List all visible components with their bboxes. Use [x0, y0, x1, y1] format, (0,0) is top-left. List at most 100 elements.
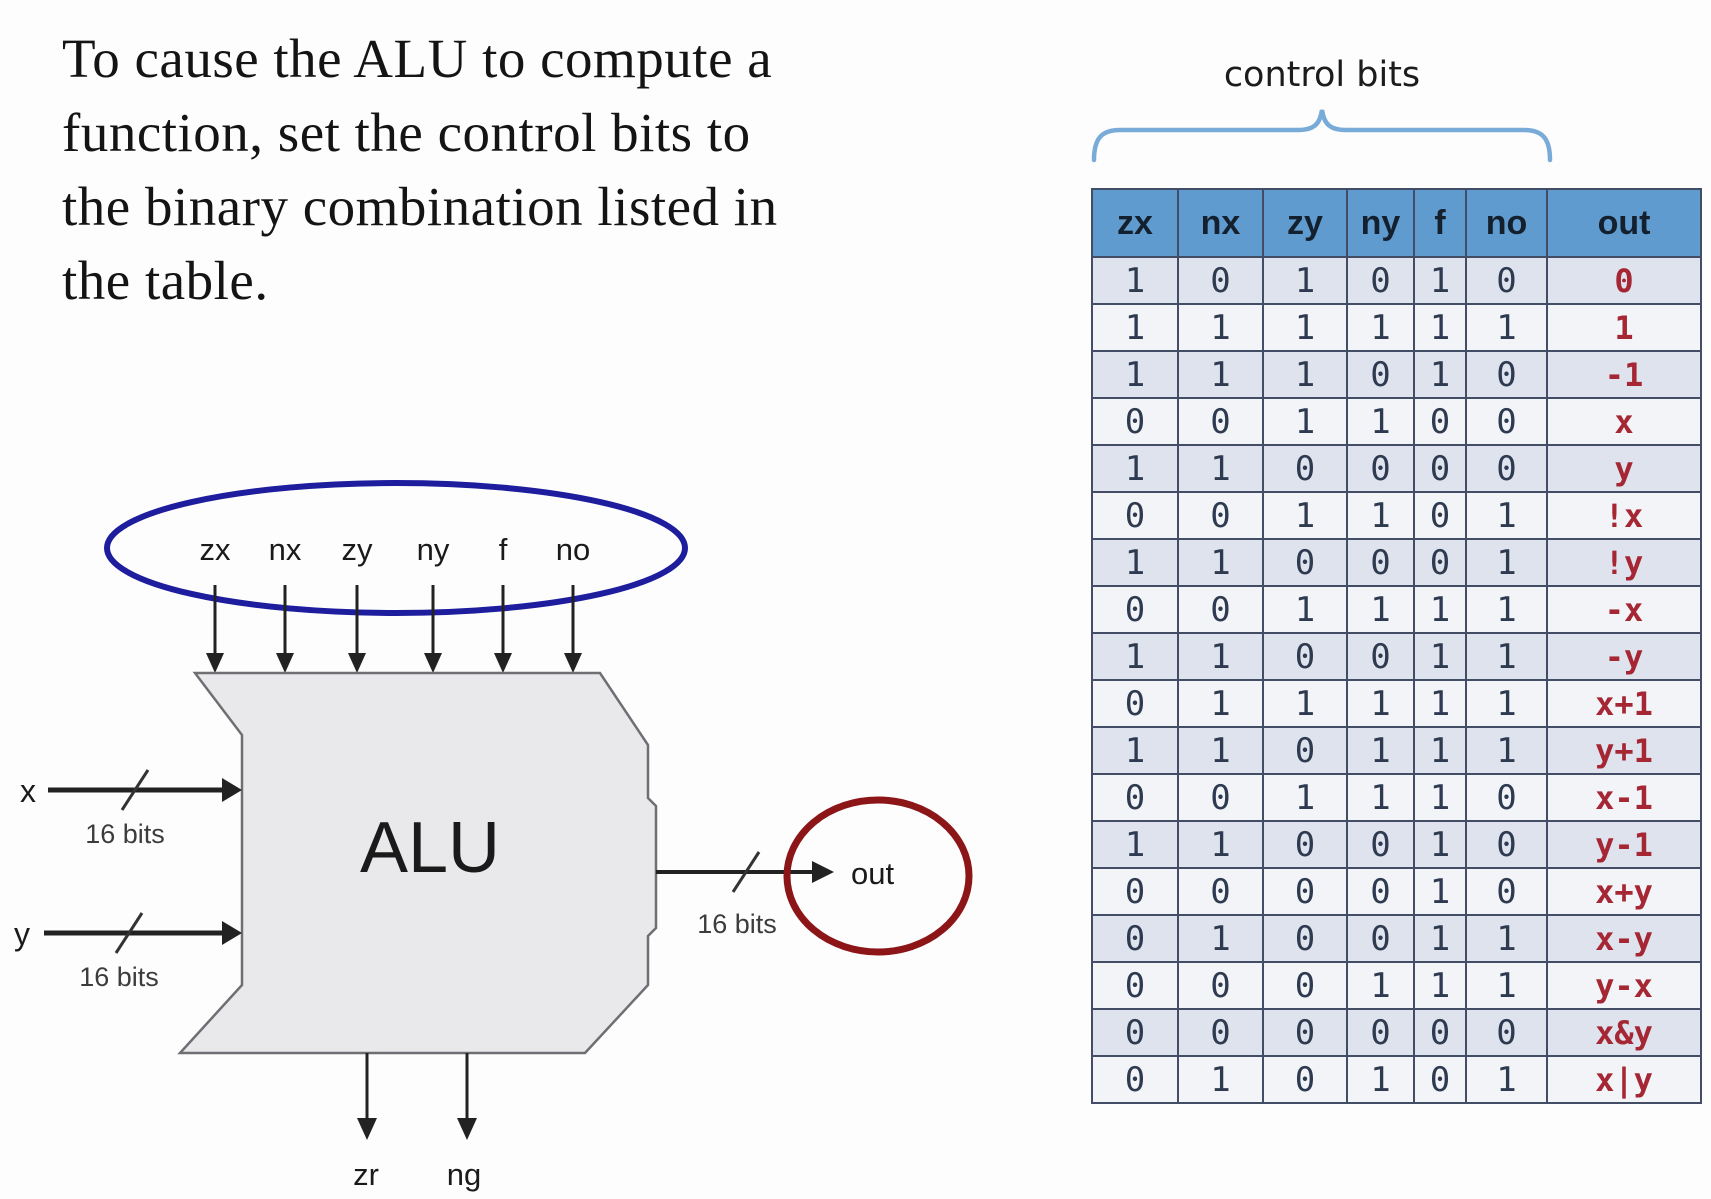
bit-cell: 1: [1177, 820, 1264, 869]
bit-cell: 0: [1262, 961, 1348, 1010]
bit-cell: 1: [1346, 726, 1415, 775]
alu-diagram: zx nx zy ny f no ALU x 16 bits y 16 bits…: [14, 480, 973, 1192]
bit-cell: 1: [1465, 632, 1548, 681]
bit-cell: 0: [1465, 773, 1548, 822]
control-bit-label-ny: ny: [417, 532, 450, 567]
bit-cell: 0: [1465, 444, 1548, 493]
control-bits-caption-group: control bits: [1091, 55, 1553, 163]
input-x-label: x: [20, 773, 36, 809]
out-cell: x-y: [1546, 914, 1702, 963]
bit-cell: 1: [1262, 397, 1348, 446]
out-cell: -y: [1546, 632, 1702, 681]
bit-cell: 1: [1413, 679, 1467, 728]
bit-cell: 1: [1177, 679, 1264, 728]
bit-cell: 1: [1465, 726, 1548, 775]
header-out: out: [1546, 188, 1702, 258]
out-cell: y-1: [1546, 820, 1702, 869]
bit-cell: 0: [1262, 632, 1348, 681]
bit-cell: 1: [1413, 961, 1467, 1010]
bit-cell: 0: [1091, 914, 1179, 963]
input-y-label: y: [14, 916, 30, 952]
header-zx: zx: [1091, 188, 1179, 258]
out-cell: 1: [1546, 303, 1702, 352]
bit-cell: 0: [1465, 350, 1548, 399]
bit-cell: 0: [1091, 585, 1179, 634]
bit-cell: 0: [1091, 773, 1179, 822]
bit-cell: 0: [1465, 397, 1548, 446]
control-bit-label-nx: nx: [269, 532, 302, 567]
bit-cell: 0: [1262, 726, 1348, 775]
bit-cell: 0: [1346, 444, 1415, 493]
bit-cell: 0: [1346, 538, 1415, 587]
out-cell: !x: [1546, 491, 1702, 540]
out-bus-width-label: 16 bits: [697, 909, 777, 939]
bit-cell: 0: [1346, 914, 1415, 963]
bit-cell: 0: [1091, 397, 1179, 446]
table-header-row: zx nx zy ny f no out: [1091, 188, 1702, 258]
bit-cell: 0: [1346, 820, 1415, 869]
bit-cell: 1: [1346, 961, 1415, 1010]
bit-cell: 1: [1346, 491, 1415, 540]
control-bit-arrows: [206, 585, 582, 673]
bit-cell: 1: [1413, 350, 1467, 399]
zr-label: zr: [353, 1157, 379, 1192]
bit-cell: 0: [1413, 538, 1467, 587]
bit-cell: 0: [1465, 256, 1548, 305]
out-cell: x-1: [1546, 773, 1702, 822]
out-cell: x+1: [1546, 679, 1702, 728]
bit-cell: 0: [1177, 961, 1264, 1010]
bit-cell: 0: [1413, 1055, 1467, 1104]
bit-cell: 1: [1177, 538, 1264, 587]
out-cell: !y: [1546, 538, 1702, 587]
bit-cell: 1: [1346, 397, 1415, 446]
control-bits-caption: control bits: [1224, 55, 1420, 95]
bit-cell: 0: [1262, 538, 1348, 587]
x-bus-slash-icon: [120, 769, 150, 811]
bit-cell: 0: [1262, 867, 1348, 916]
bit-cell: 0: [1346, 256, 1415, 305]
bit-cell: 1: [1413, 773, 1467, 822]
bit-cell: 1: [1091, 632, 1179, 681]
bit-cell: 0: [1262, 1008, 1348, 1057]
bit-cell: 0: [1465, 1008, 1548, 1057]
control-bit-label-zy: zy: [342, 532, 374, 567]
bit-cell: 1: [1262, 679, 1348, 728]
bit-cell: 0: [1177, 256, 1264, 305]
bit-cell: 1: [1091, 820, 1179, 869]
bit-cell: 1: [1262, 585, 1348, 634]
bit-cell: 1: [1262, 350, 1348, 399]
bit-cell: 0: [1177, 585, 1264, 634]
bit-cell: 1: [1465, 491, 1548, 540]
bit-cell: 1: [1177, 632, 1264, 681]
bit-cell: 0: [1346, 867, 1415, 916]
out-cell: x: [1546, 397, 1702, 446]
alu-chip-body: [177, 671, 658, 1055]
bit-cell: 0: [1091, 961, 1179, 1010]
intro-line-3: the binary combination listed in: [62, 176, 778, 237]
bit-cell: 0: [1091, 867, 1179, 916]
bit-cell: 1: [1091, 303, 1179, 352]
bit-cell: 1: [1091, 538, 1179, 587]
intro-line-4: the table.: [62, 250, 269, 311]
out-bus-slash-icon: [731, 851, 761, 893]
out-cell: x+y: [1546, 867, 1702, 916]
bit-cell: 1: [1177, 350, 1264, 399]
bit-cell: 1: [1262, 303, 1348, 352]
bit-cell: 1: [1091, 444, 1179, 493]
bit-cell: 0: [1177, 491, 1264, 540]
bit-cell: 0: [1262, 444, 1348, 493]
bit-cell: 0: [1262, 914, 1348, 963]
bit-cell: 0: [1413, 491, 1467, 540]
bit-cell: 1: [1346, 585, 1415, 634]
bit-cell: 1: [1346, 1055, 1415, 1104]
